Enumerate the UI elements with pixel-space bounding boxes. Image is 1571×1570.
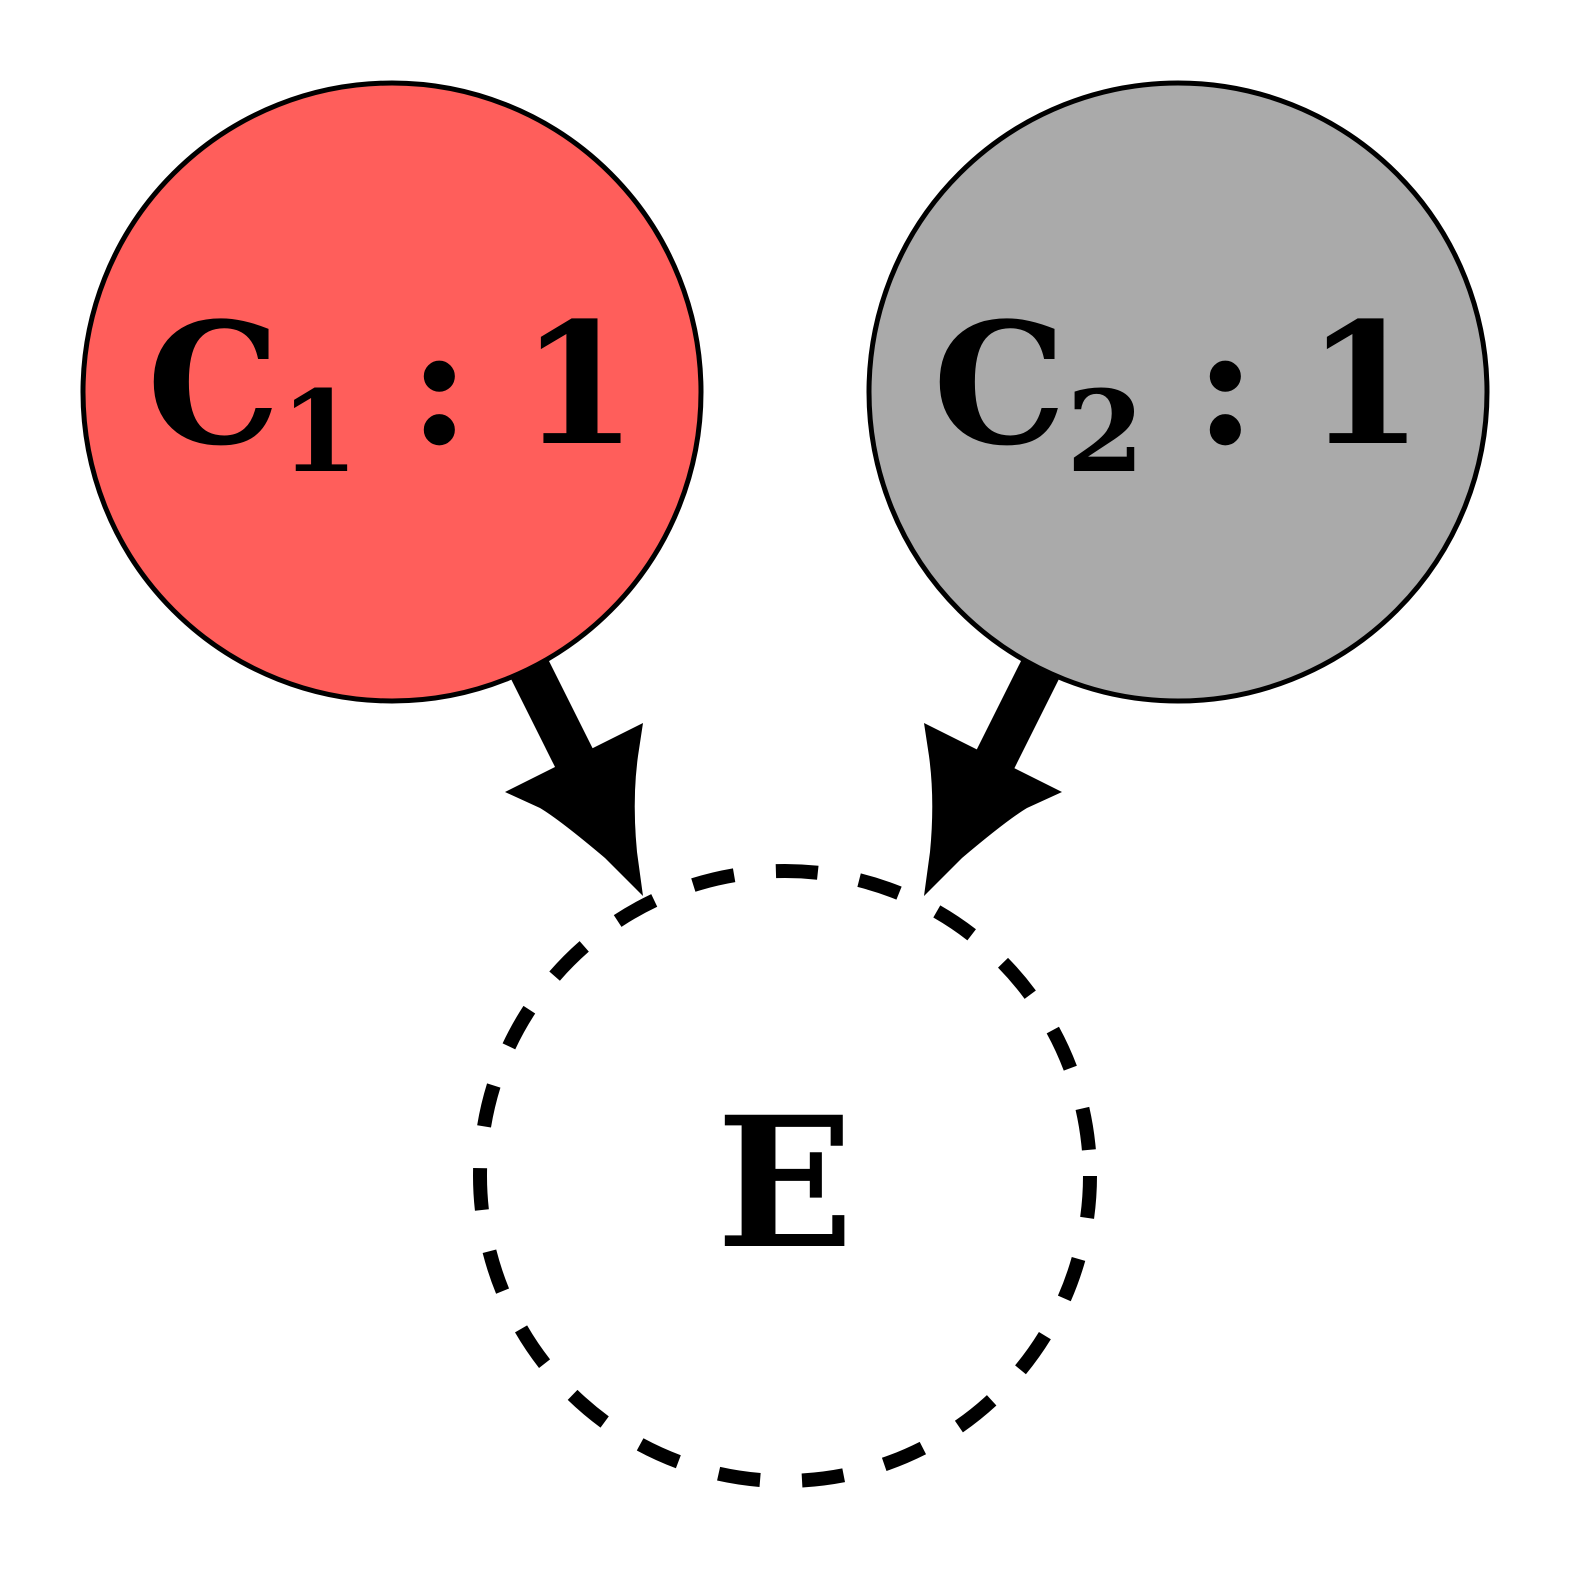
- node-c1-label: C1:1: [147, 285, 638, 498]
- node-c2: C2:1: [866, 80, 1490, 704]
- node-c1-value: 1: [520, 285, 637, 483]
- node-c2-label: C2:1: [933, 285, 1424, 498]
- edge-c1-to-e: [505, 660, 643, 896]
- node-c1: C1:1: [80, 80, 704, 704]
- node-e-circle: [473, 864, 1097, 1488]
- node-e: E: [473, 864, 1097, 1488]
- node-c1-circle: [80, 80, 704, 704]
- node-c2-separator: :: [1194, 285, 1256, 483]
- node-c1-separator: :: [408, 285, 470, 483]
- node-c2-letter: C: [933, 285, 1067, 483]
- edge-c2-to-e: [924, 660, 1062, 896]
- node-c2-subscript: 2: [1066, 367, 1144, 498]
- node-c2-value: 1: [1306, 285, 1423, 483]
- node-c2-circle: [866, 80, 1490, 704]
- edge-c1-to-e-arrowhead: [505, 723, 643, 896]
- node-c1-letter: C: [147, 285, 281, 483]
- edge-c2-to-e-arrowhead: [924, 723, 1062, 896]
- node-e-label: E: [716, 1078, 853, 1289]
- node-c1-subscript: 1: [280, 367, 358, 498]
